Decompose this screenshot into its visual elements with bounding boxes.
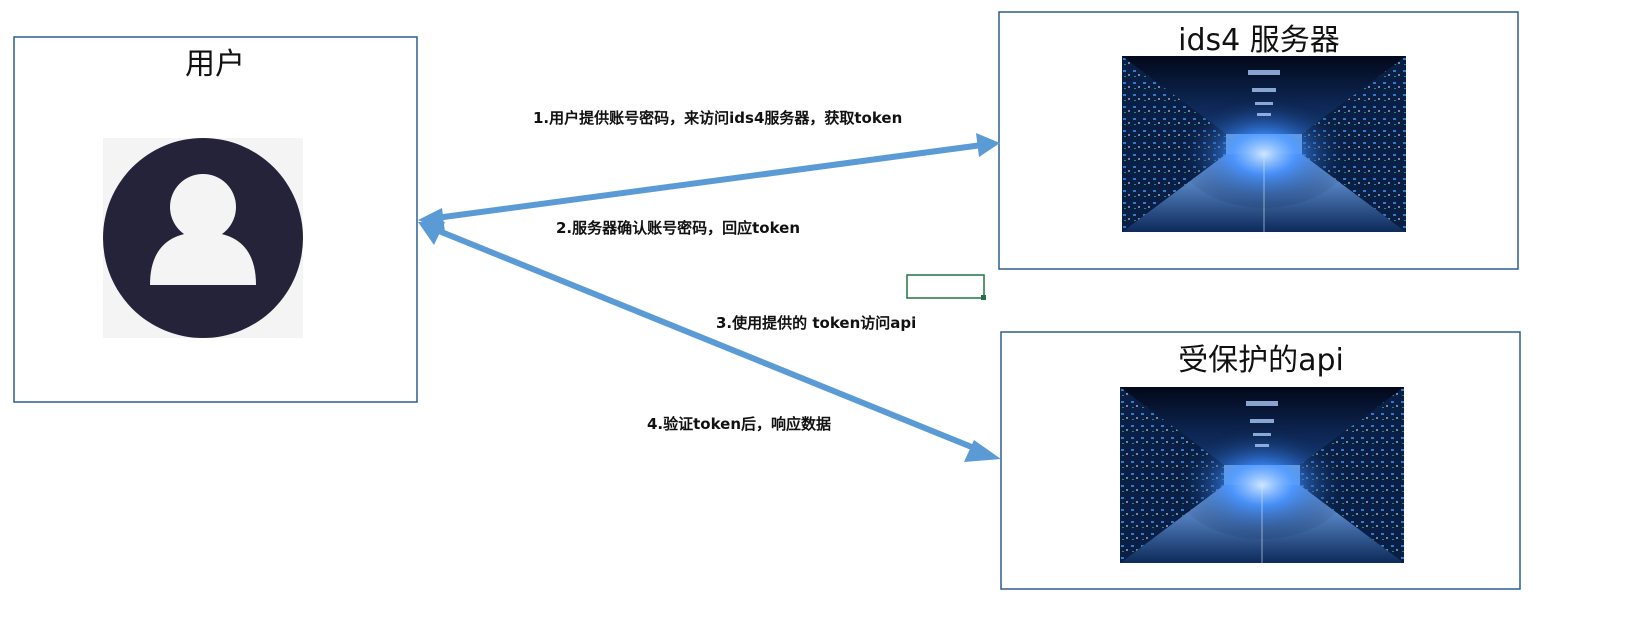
fill-handle-icon[interactable]	[981, 295, 986, 300]
protected-api-node: 受保护的api	[1000, 331, 1521, 590]
ids4-server-node: ids4 服务器	[998, 11, 1519, 270]
arrowhead-icon	[418, 222, 445, 245]
server-room-image	[1121, 55, 1407, 233]
user-node: 用户	[13, 36, 418, 403]
server-room-image	[1119, 386, 1405, 564]
edge-label-3: 3.使用提供的 token访问api	[716, 314, 916, 332]
edge-label-4: 4.验证token后，响应数据	[647, 415, 831, 433]
arrowhead-icon	[976, 133, 1000, 157]
arrowhead-icon	[964, 440, 1001, 462]
edge-label-2: 2.服务器确认账号密码，回应token	[556, 219, 800, 237]
selected-cell-marker[interactable]	[906, 274, 986, 300]
user-avatar-icon	[103, 138, 303, 338]
user-title: 用户	[185, 47, 245, 82]
protected-api-title: 受保护的api	[1178, 343, 1344, 378]
ids4-server-title: ids4 服务器	[1178, 23, 1340, 58]
arrow-user-api	[418, 222, 1001, 462]
edge-label-1: 1.用户提供账号密码，来访问ids4服务器，获取token	[533, 109, 902, 127]
arrow-user-ids4	[418, 133, 1000, 232]
